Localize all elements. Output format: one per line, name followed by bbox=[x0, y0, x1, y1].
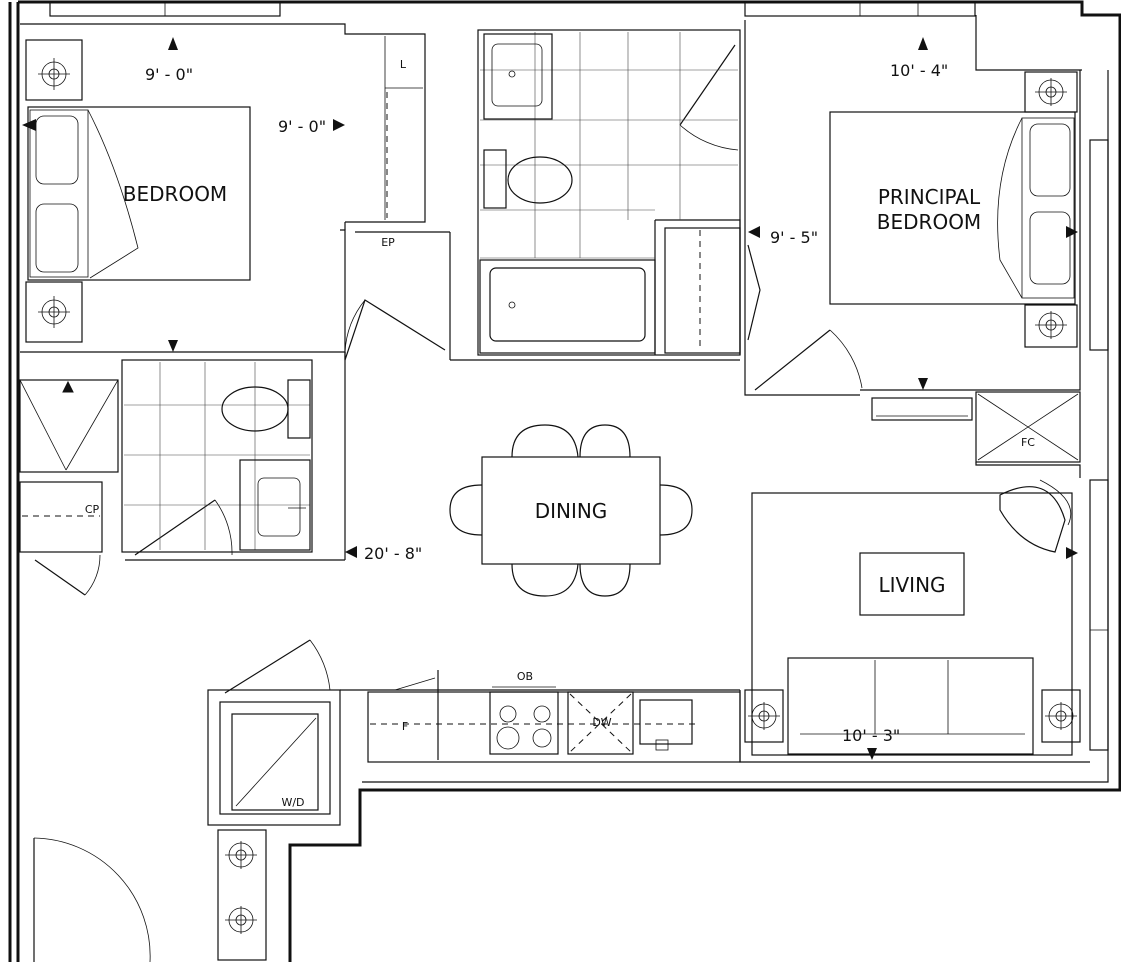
living-width-dim: 10' - 3" bbox=[842, 726, 900, 745]
powder-fixtures bbox=[124, 362, 311, 551]
principal-label-line2: BEDROOM bbox=[877, 210, 981, 234]
electrical-panel-label: EP bbox=[381, 236, 395, 249]
dining-living-length-dim: 20' - 8" bbox=[364, 544, 422, 563]
bedroom-furniture bbox=[25, 36, 423, 343]
bedroom-width-dim: 9' - 0" bbox=[145, 65, 193, 84]
kitchen-appliances bbox=[394, 670, 693, 760]
fridge-label: F bbox=[402, 720, 408, 733]
bath-fixtures bbox=[479, 32, 738, 354]
dining-set bbox=[449, 424, 693, 597]
dimension-arrows bbox=[22, 37, 1078, 760]
dishwasher-label: DW bbox=[592, 716, 611, 729]
bedroom-depth-dim: 9' - 0" bbox=[278, 117, 326, 136]
living-furniture bbox=[744, 479, 1081, 755]
linen-label: L bbox=[400, 58, 407, 71]
principal-furniture bbox=[829, 71, 1078, 348]
exterior-walls bbox=[8, 0, 1121, 962]
coat-closet-label: CP bbox=[85, 503, 100, 516]
washer-dryer-label: W/D bbox=[281, 796, 304, 809]
dining-label: DINING bbox=[535, 499, 608, 523]
living-label: LIVING bbox=[878, 573, 945, 597]
fan-coil-label: FC bbox=[1021, 436, 1035, 449]
oven-label: OB bbox=[517, 670, 533, 683]
doors bbox=[33, 44, 863, 963]
bedroom-label: BEDROOM bbox=[123, 182, 227, 206]
principal-label-line1: PRINCIPAL bbox=[878, 185, 981, 209]
entry-fixtures bbox=[225, 841, 257, 934]
principal-width-dim: 10' - 4" bbox=[890, 61, 948, 80]
interior-walls bbox=[19, 20, 1090, 961]
principal-depth-dim: 9' - 5" bbox=[770, 228, 818, 247]
